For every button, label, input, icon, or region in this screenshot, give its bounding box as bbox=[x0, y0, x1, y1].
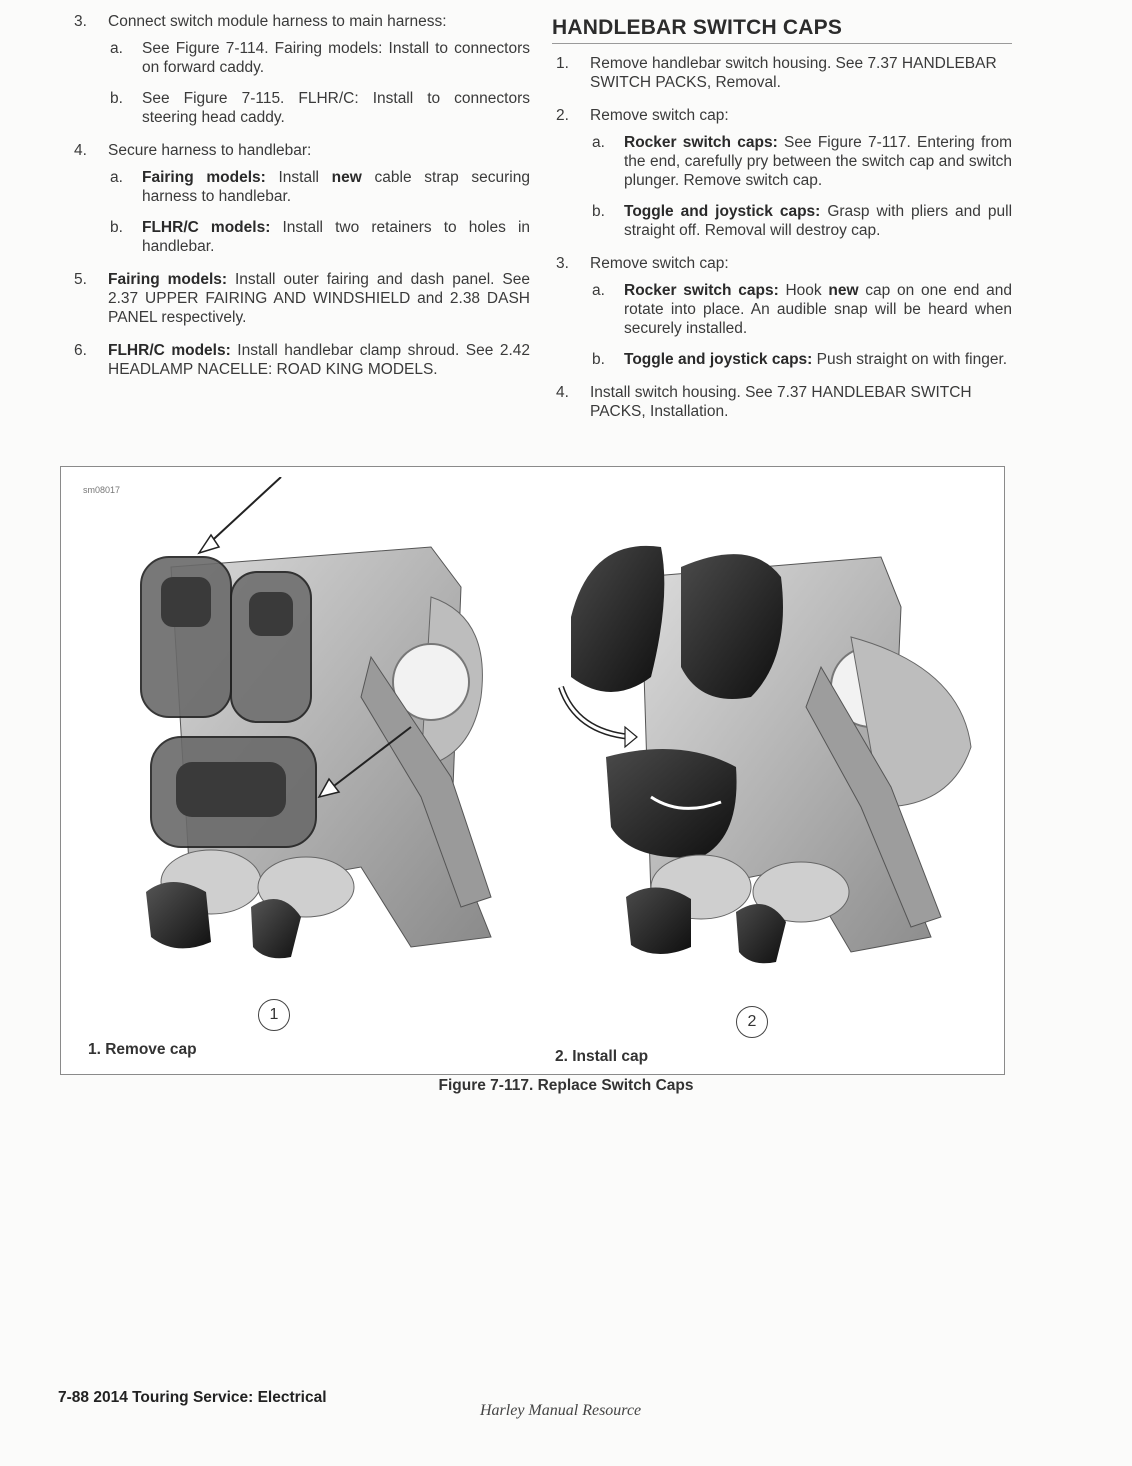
bold-label: Toggle and joystick caps: bbox=[624, 203, 821, 220]
step-number: 3. bbox=[74, 13, 87, 30]
substep-4a: a. Fairing models: Install new cable str… bbox=[108, 168, 530, 206]
step-text: Install switch housing. See 7.37 HANDLEB… bbox=[590, 384, 972, 420]
substep-text: Install two retainers to holes in handle… bbox=[142, 219, 531, 255]
step-2: 2. Remove switch cap: a. Rocker switch c… bbox=[552, 106, 1012, 240]
figure-id: sm08017 bbox=[83, 485, 121, 495]
substep-3a-right: a. Rocker switch caps: Hook new cap on o… bbox=[590, 281, 1012, 338]
step-5: 5. Fairing models: Install outer fairing… bbox=[70, 270, 530, 327]
substep-text: Hook bbox=[785, 282, 822, 299]
substep-letter: a. bbox=[592, 134, 605, 151]
figure-box: sm08017 bbox=[60, 466, 1005, 1075]
install-cap-illustration bbox=[551, 507, 991, 977]
substep-text: cable strap securing harness to handleba… bbox=[142, 169, 530, 205]
step-text: Secure harness to handlebar: bbox=[108, 142, 312, 159]
switch-housing-right-drawing bbox=[558, 545, 972, 964]
substep-text: See Figure 7-117. Entering from the end,… bbox=[624, 134, 1012, 189]
bold-label: Rocker switch caps: bbox=[624, 134, 778, 151]
substep-letter: b. bbox=[592, 203, 605, 220]
substep-text: Grasp with pliers and pull straight off.… bbox=[624, 203, 1013, 239]
step-text: Install outer fairing and dash panel. Se… bbox=[108, 271, 530, 326]
step-text: Remove handlebar switch housing. See 7.3… bbox=[590, 55, 997, 91]
step-number: 3. bbox=[556, 255, 569, 272]
substep-2a: a. Rocker switch caps: See Figure 7-117.… bbox=[590, 133, 1012, 190]
bold-label: FLHR/C models: bbox=[108, 342, 231, 359]
substep-4b: b. FLHR/C models: Install two retainers … bbox=[108, 218, 530, 256]
callout-2: 2 bbox=[736, 1006, 768, 1038]
bold-word: new bbox=[828, 282, 859, 299]
step-1: 1. Remove handlebar switch housing. See … bbox=[552, 54, 1012, 92]
right-column: HANDLEBAR SWITCH CAPS 1. Remove handleba… bbox=[552, 17, 1012, 435]
step-text: Install handlebar clamp shroud. See 2.42… bbox=[108, 342, 531, 378]
step-number: 2. bbox=[556, 107, 569, 124]
step-number: 4. bbox=[556, 384, 569, 401]
substep-3b: b. See Figure 7-115. FLHR/C: Install to … bbox=[108, 89, 530, 127]
callout-1: 1 bbox=[258, 999, 290, 1031]
legend-remove-cap: 1. Remove cap bbox=[88, 1041, 197, 1058]
substep-letter: a. bbox=[592, 282, 605, 299]
substep-letter: b. bbox=[110, 219, 123, 236]
switch-housing-left-drawing bbox=[140, 477, 492, 959]
step-4: 4. Secure harness to handlebar: a. Fairi… bbox=[70, 141, 530, 256]
figure-caption: Figure 7-117. Replace Switch Caps bbox=[438, 1077, 694, 1094]
substep-letter: b. bbox=[592, 351, 605, 368]
step-number: 1. bbox=[556, 55, 569, 72]
bold-label: Toggle and joystick caps: bbox=[624, 351, 813, 368]
step-4-right: 4. Install switch housing. See 7.37 HAND… bbox=[552, 383, 1012, 421]
page-footer: 7-88 2014 Touring Service: Electrical bbox=[58, 1389, 327, 1406]
step-3: 3. Connect switch module harness to main… bbox=[70, 12, 530, 127]
step-6: 6. FLHR/C models: Install handlebar clam… bbox=[70, 341, 530, 379]
step-3-right: 3. Remove switch cap: a. Rocker switch c… bbox=[552, 254, 1012, 369]
substep-text: See Figure 7-115. FLHR/C: Install to con… bbox=[142, 90, 530, 126]
bold-word: new bbox=[331, 169, 362, 186]
substep-2b: b. Toggle and joystick caps: Grasp with … bbox=[590, 202, 1012, 240]
substep-letter: a. bbox=[110, 40, 123, 57]
section-title: HANDLEBAR SWITCH CAPS bbox=[552, 17, 1012, 44]
step-number: 5. bbox=[74, 271, 87, 288]
substep-text: See Figure 7-114. Fairing models: Instal… bbox=[142, 40, 530, 76]
substep-3b-right: b. Toggle and joystick caps: Push straig… bbox=[590, 350, 1012, 369]
bold-label: Fairing models: bbox=[108, 271, 228, 288]
step-text: Connect switch module harness to main ha… bbox=[108, 13, 447, 30]
substep-text: cap on one end and rotate into place. An… bbox=[624, 282, 1012, 337]
bold-label: FLHR/C models: bbox=[142, 219, 271, 236]
substep-text: Install bbox=[278, 169, 319, 186]
step-text: Remove switch cap: bbox=[590, 255, 729, 272]
substep-3a: a. See Figure 7-114. Fairing models: Ins… bbox=[108, 39, 530, 77]
substep-letter: a. bbox=[110, 169, 123, 186]
left-column: 3. Connect switch module harness to main… bbox=[70, 12, 530, 393]
remove-cap-illustration bbox=[131, 477, 501, 977]
substep-letter: b. bbox=[110, 90, 123, 107]
footer-watermark: Harley Manual Resource bbox=[480, 1402, 642, 1419]
substep-text: Push straight on with finger. bbox=[816, 351, 1008, 368]
step-text: Remove switch cap: bbox=[590, 107, 729, 124]
step-number: 4. bbox=[74, 142, 87, 159]
bold-label: Fairing models: bbox=[142, 169, 266, 186]
legend-install-cap: 2. Install cap bbox=[555, 1048, 649, 1065]
step-number: 6. bbox=[74, 342, 87, 359]
bold-label: Rocker switch caps: bbox=[624, 282, 779, 299]
